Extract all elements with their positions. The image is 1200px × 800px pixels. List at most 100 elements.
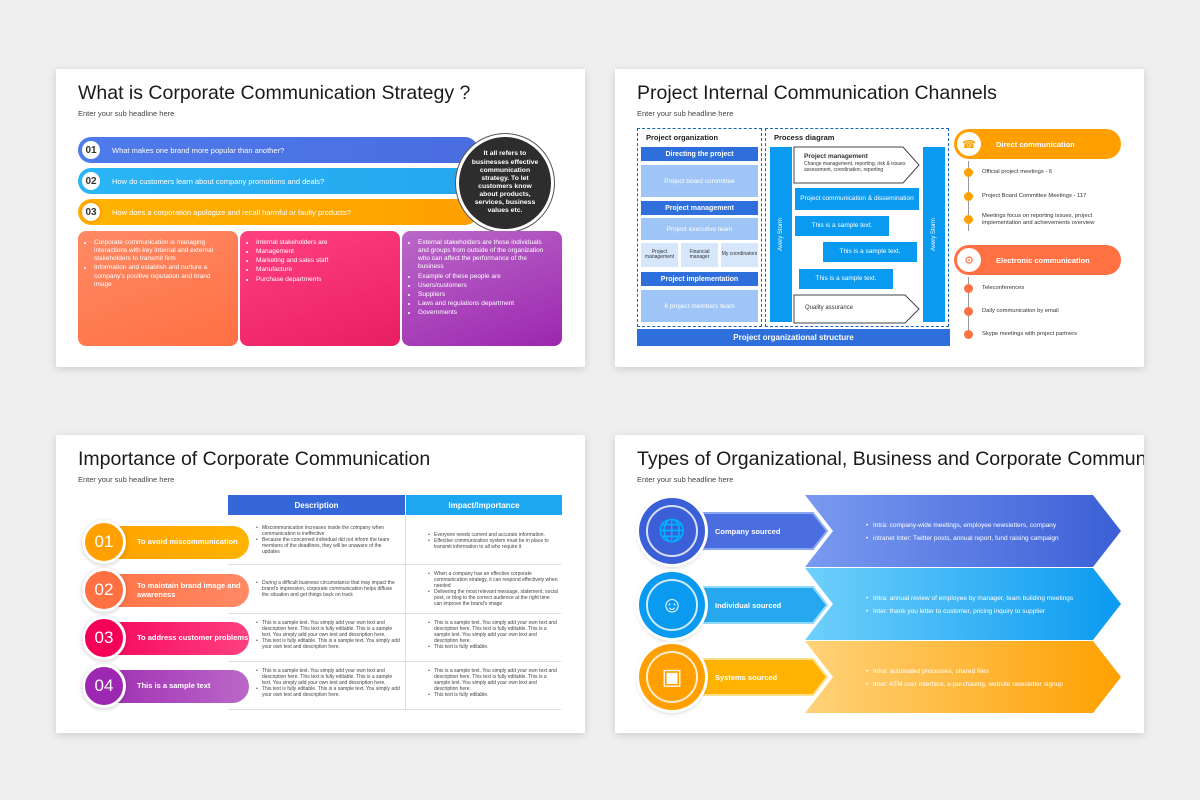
desc-cell-2: During a difficult business circumstance… — [256, 580, 400, 598]
mini-box: My coordinators — [721, 243, 758, 267]
cell-item: Delivering the most relevant message, st… — [428, 589, 558, 607]
question-bar-3: 03 How does a corporation apologize and … — [78, 199, 478, 225]
cell-item: This text is fully editable. This is a s… — [256, 686, 400, 698]
row-number-2: 02 — [82, 568, 126, 612]
row-label-individual: Individual sourced — [715, 600, 782, 610]
person-icon: ☺ — [646, 579, 698, 631]
definition-circle: It all refers to businesses effective co… — [459, 137, 551, 229]
desc-cell-4: This is a sample text. You simply add yo… — [256, 668, 400, 698]
info-box-2: Internal stakeholders are Management Mar… — [240, 231, 400, 346]
row-separator — [228, 661, 561, 662]
cell-item: This is a sample text. You simply add yo… — [256, 668, 400, 686]
slide-communication-types[interactable]: Types of Organizational, Business and Co… — [615, 435, 1144, 733]
question-bar-2: 02 How do customers learn about company … — [78, 168, 478, 194]
cell-item: This is a sample text. You simply add yo… — [428, 668, 558, 692]
directing-bar: Directing the project — [641, 147, 758, 161]
impact-cell-3: This is a sample text. You simply add yo… — [428, 620, 558, 650]
cell-item: This is a sample text. You simply add yo… — [256, 620, 400, 638]
col-header-description: Description — [228, 495, 405, 515]
info-box-1: Corporate communication is managing inte… — [78, 231, 238, 346]
systems-arrow-shape — [805, 641, 1121, 713]
timeline-dot — [964, 284, 973, 293]
electronic-comm-pill: ⚙ Electronic communication — [954, 245, 1121, 275]
pm-bar: Project management — [641, 201, 758, 215]
pill-label: Electronic communication — [996, 255, 1090, 265]
row-separator — [228, 564, 561, 565]
timeline-dot — [964, 330, 973, 339]
cell-item: This text is fully editable. — [428, 644, 558, 650]
list-item: Purchase departments — [256, 276, 392, 284]
sample-box-3: This is a sample text. — [799, 269, 893, 289]
timeline-dot — [964, 215, 973, 224]
list-item: Inter: thank you letter to customer, pri… — [866, 608, 1113, 616]
sample-box-1: This is a sample text. — [795, 216, 889, 236]
direct-item: Meetings focus on reporting issues, proj… — [982, 213, 1095, 226]
cell-item: During a difficult business circumstance… — [256, 580, 400, 598]
pill-label: Direct communication — [996, 139, 1075, 149]
network-icon: ⚙ — [957, 248, 981, 272]
slide-title: What is Corporate Communication Strategy… — [78, 82, 471, 104]
globe-search-icon: 🌐 — [646, 505, 698, 557]
company-icon-circle: 🌐 — [639, 498, 705, 564]
list-item: External stakeholders are those individu… — [418, 239, 554, 272]
question-text: How does a corporation apologize and rec… — [112, 207, 351, 217]
slide-subtitle: Enter your sub headline here — [637, 475, 734, 484]
slide-importance[interactable]: Importance of Corporate Communication En… — [56, 435, 585, 733]
slide-subtitle: Enter your sub headline here — [78, 109, 175, 118]
row-separator — [228, 709, 561, 710]
slide-title: Importance of Corporate Communication — [78, 448, 431, 470]
org-header: Project organization — [646, 133, 719, 142]
question-number: 02 — [80, 170, 102, 192]
vertical-label-left: Avery Storm — [770, 147, 792, 322]
cell-item: Effective communication system must be i… — [428, 538, 558, 550]
question-text: What makes one brand more popular than a… — [112, 145, 285, 155]
row-label-systems: Systems sourced — [715, 672, 778, 682]
individual-items: Intra: annual review of employee by mana… — [866, 595, 1113, 621]
slide-corporate-strategy[interactable]: What is Corporate Communication Strategy… — [56, 69, 585, 367]
cell-item: When a company has an effective corporat… — [428, 571, 558, 589]
quality-arrow-shape — [793, 294, 920, 324]
list-item: Intra: automated processes, shared files — [866, 668, 1113, 676]
desc-cell-1: Miscommunication increases inside the co… — [256, 525, 400, 555]
list-item: Internal stakeholders are — [256, 239, 392, 247]
comm-box: Project communication & dissemination — [795, 188, 919, 210]
row-separator — [228, 613, 561, 614]
cell-item: This is a sample text. You simply add yo… — [428, 620, 558, 644]
list-item: Corporate communication is managing inte… — [94, 239, 230, 263]
footer-bar: Project organizational structure — [637, 329, 950, 346]
slide-title: Types of Organizational, Business and Co… — [637, 448, 1144, 470]
pm-box-title: Project management — [804, 153, 868, 160]
desc-cell-3: This is a sample text. You simply add yo… — [256, 620, 400, 650]
question-number: 01 — [80, 139, 102, 161]
timeline-dot — [964, 307, 973, 316]
company-label-arrow — [691, 512, 829, 550]
process-header: Process diagram — [774, 133, 835, 142]
cell-item: Because the concerned individual did not… — [256, 537, 400, 555]
individual-arrow-shape — [805, 568, 1121, 640]
company-arrow-shape — [805, 495, 1121, 567]
electronic-item: Daily communication by email — [982, 308, 1059, 314]
company-items: Intra: company-wide meetings, employee n… — [866, 522, 1113, 548]
list-item: Intra: annual review of employee by mana… — [866, 595, 1113, 603]
list-item: Suppliers — [418, 291, 554, 299]
row-number-4: 04 — [82, 664, 126, 708]
systems-icon-circle: ▣ — [639, 644, 705, 710]
slide-title: Project Internal Communication Channels — [637, 82, 997, 104]
row-number-3: 03 — [82, 616, 126, 660]
direct-item: Project Board Committee Meetings - 117 — [982, 193, 1087, 199]
list-item: Laws and regulations department — [418, 300, 554, 308]
cell-item: This text is fully editable. This is a s… — [256, 638, 400, 650]
slide-internal-channels[interactable]: Project Internal Communication Channels … — [615, 69, 1144, 367]
impact-cell-4: This is a sample text. You simply add yo… — [428, 668, 558, 698]
electronic-item: Teleconferences — [982, 285, 1025, 291]
question-number: 03 — [80, 201, 102, 223]
info-box-3: External stakeholders are those individu… — [402, 231, 562, 346]
timeline-dot — [964, 168, 973, 177]
impact-cell-1: Everyone needs current and accurate info… — [428, 532, 558, 550]
list-item: Users/customers — [418, 282, 554, 290]
org-column — [637, 128, 762, 327]
direct-item: Official project meetings - 6 — [982, 169, 1053, 175]
computer-network-icon: ▣ — [646, 651, 698, 703]
impl-bar: Project implementation — [641, 272, 758, 286]
row-label-company: Company sourced — [715, 526, 781, 536]
